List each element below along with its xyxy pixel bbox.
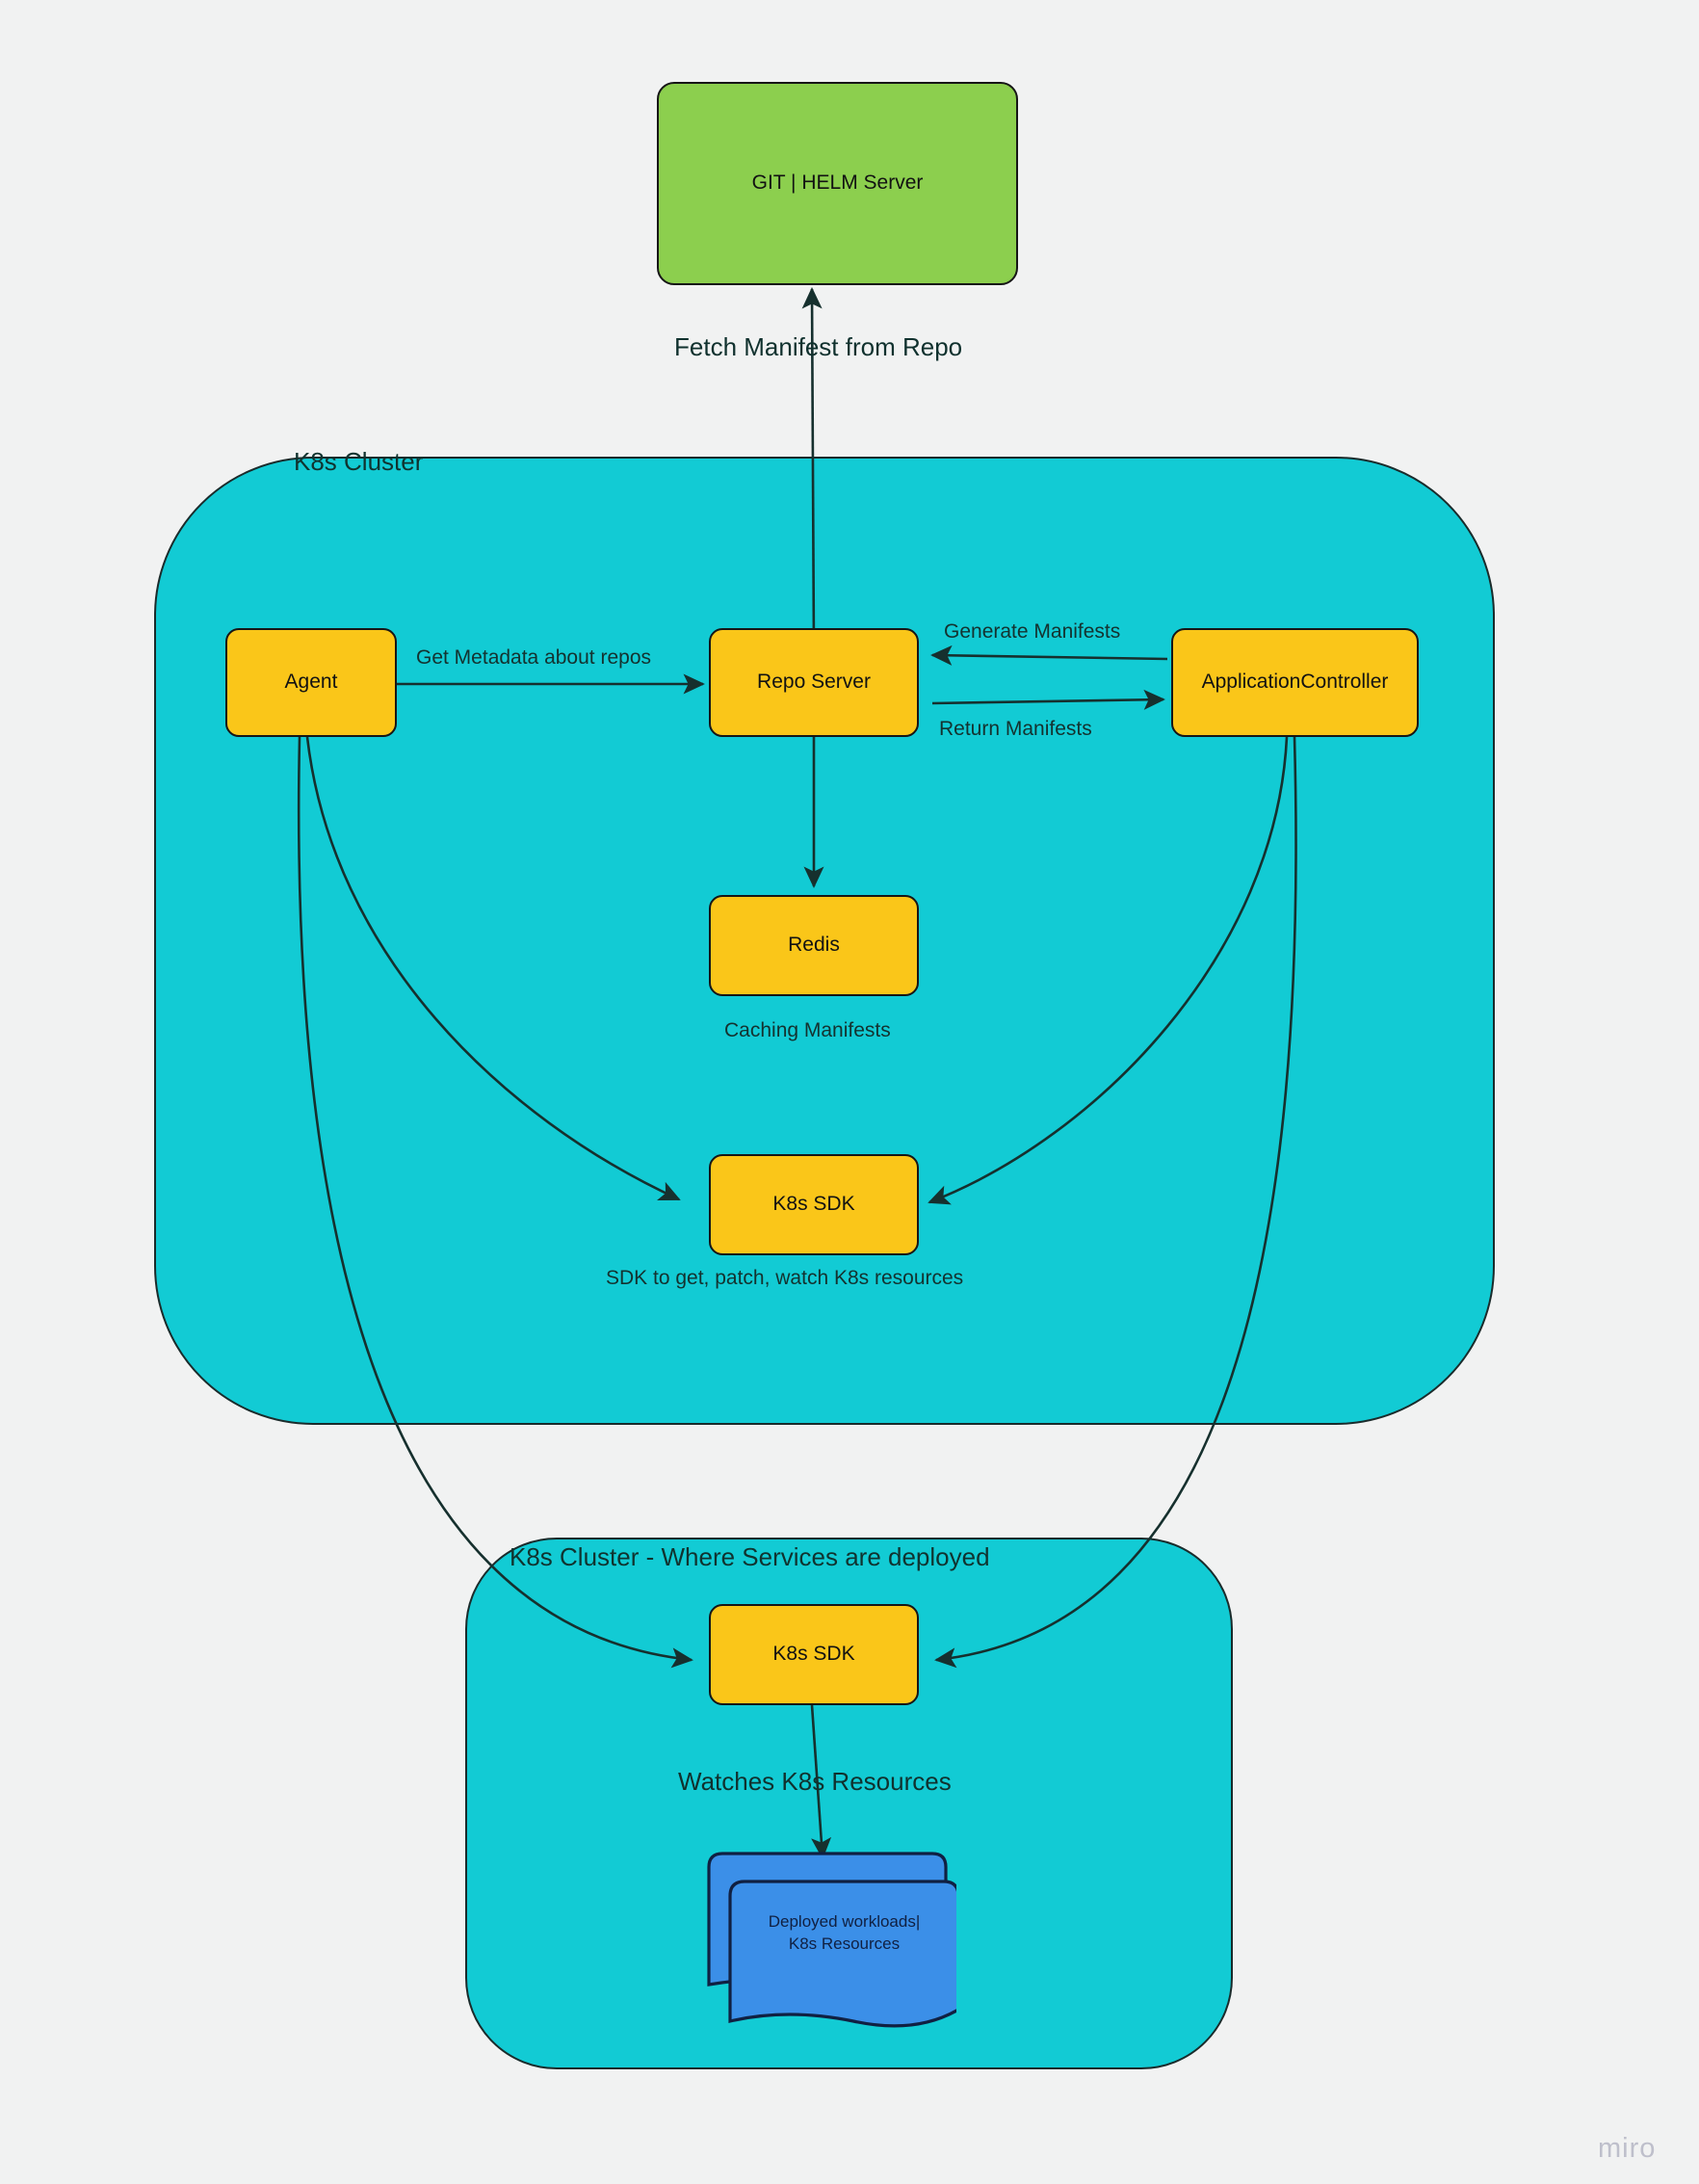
node-agent[interactable]: Agent bbox=[225, 628, 397, 737]
caption-caching-manifests: Caching Manifests bbox=[724, 1019, 891, 1041]
node-redis[interactable]: Redis bbox=[709, 895, 919, 996]
cluster-k8s-main-title: K8s Cluster bbox=[294, 447, 424, 476]
node-repo-server[interactable]: Repo Server bbox=[709, 628, 919, 737]
cluster-k8s-services-title: K8s Cluster - Where Services are deploye… bbox=[510, 1542, 990, 1571]
label-watches-k8s-resources: Watches K8s Resources bbox=[678, 1767, 952, 1796]
caption-sdk-purpose: SDK to get, patch, watch K8s resources bbox=[606, 1267, 964, 1289]
label-fetch-manifest: Fetch Manifest from Repo bbox=[674, 332, 963, 361]
label-return-manifests: Return Manifests bbox=[939, 718, 1092, 740]
node-git-helm-server[interactable]: GIT | HELM Server bbox=[657, 82, 1018, 285]
node-k8s-sdk-services[interactable]: K8s SDK bbox=[709, 1604, 919, 1705]
node-application-controller[interactable]: ApplicationController bbox=[1171, 628, 1419, 737]
node-deployed-workloads[interactable]: Deployed workloads| K8s Resources bbox=[701, 1850, 960, 2028]
node-k8s-sdk-main[interactable]: K8s SDK bbox=[709, 1154, 919, 1255]
doc-front-sheet bbox=[728, 1880, 960, 2028]
deployed-workloads-label: Deployed workloads| K8s Resources bbox=[768, 1912, 921, 1953]
miro-watermark: miro bbox=[1598, 2133, 1657, 2164]
label-get-metadata: Get Metadata about repos bbox=[416, 646, 651, 669]
label-generate-manifests: Generate Manifests bbox=[944, 620, 1121, 643]
